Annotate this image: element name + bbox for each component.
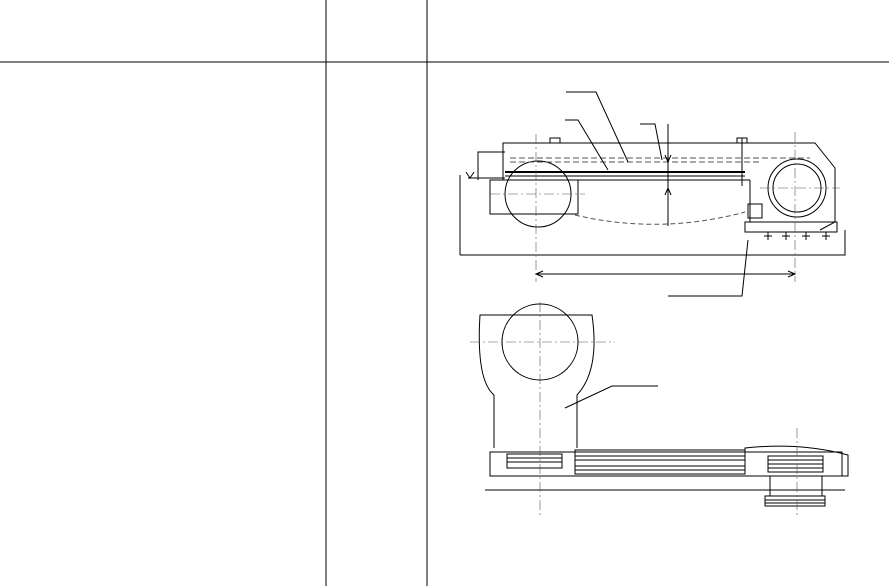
right-drive-housing <box>744 445 849 477</box>
left-pedestal <box>489 179 579 215</box>
left-bracket <box>477 151 505 180</box>
ground-marker <box>465 171 475 179</box>
leader-3 <box>640 123 663 161</box>
motor-flange <box>769 475 823 497</box>
motor-body <box>764 495 826 507</box>
leader-1 <box>566 91 629 163</box>
base-bolts <box>764 232 830 240</box>
plan-leader <box>564 385 658 409</box>
left-gear-stack <box>506 453 563 469</box>
return-belt <box>574 211 746 225</box>
pulley-housing <box>478 314 595 448</box>
dim-arrow-right <box>787 270 797 278</box>
side-elevation-view <box>459 91 846 297</box>
side-centerlines <box>490 132 840 282</box>
tensioner <box>747 203 763 219</box>
plan-view <box>478 303 849 507</box>
top-fitting <box>549 137 561 144</box>
right-drive-base <box>744 221 838 233</box>
plan-centerlines <box>470 302 798 518</box>
foundation-base <box>460 230 846 256</box>
plan-base-rail <box>489 451 843 477</box>
dim-arrow-down <box>664 186 672 196</box>
rod-cap <box>736 137 748 144</box>
leader-2 <box>565 119 609 171</box>
leader-4 <box>668 239 749 297</box>
conveyor-housing <box>502 142 836 231</box>
plan-belt-frame <box>574 449 746 475</box>
dim-arrow-up <box>664 154 672 164</box>
